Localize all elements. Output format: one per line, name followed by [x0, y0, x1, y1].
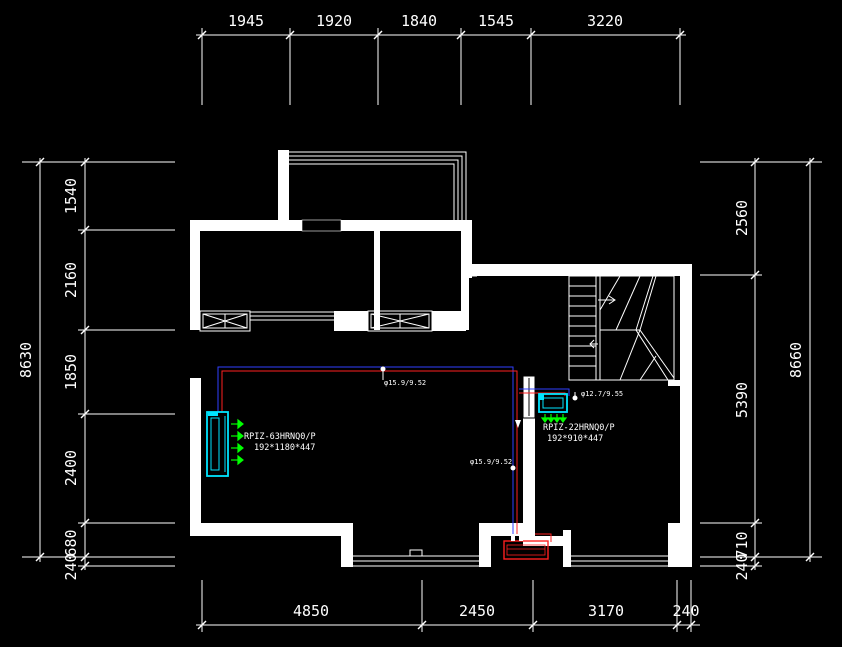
dim-bottom-2: 2450 [459, 602, 495, 620]
dim-left-2: 2160 [62, 262, 80, 298]
windows [194, 151, 668, 567]
dim-top-1: 1945 [228, 12, 264, 30]
dim-left-total: 8630 [17, 342, 35, 378]
dim-top-3: 1840 [401, 12, 437, 30]
dim-right-2: 5390 [733, 382, 751, 418]
refrigerant-pipes: φ15.9/9.52 φ15.9/9.52 φ12.7/9.55 [217, 366, 623, 542]
pipe-label-mid: φ15.9/9.52 [470, 458, 512, 466]
dim-right-3: 710 [733, 531, 751, 558]
indoor-unit-1: RPIZ-63HRNQ0/P 192*1180*447 [206, 411, 316, 477]
dim-bottom-1: 4850 [293, 602, 329, 620]
left-dimension-chain: 8630 1540 2160 1850 2400 680 240 [17, 157, 175, 581]
walls [190, 150, 692, 567]
dim-right-4: 240 [733, 553, 751, 580]
top-dimension-chain: 1945 1920 1840 1545 3220 [196, 12, 686, 105]
dim-bottom-4: 240 [672, 602, 699, 620]
staircase [568, 275, 675, 381]
airflow-arrows-down [540, 414, 568, 423]
dim-left-6: 240 [62, 553, 80, 580]
dim-right-total: 8660 [787, 342, 805, 378]
dim-bottom-3: 3170 [588, 602, 624, 620]
unit2-size: 192*910*447 [547, 434, 603, 444]
dim-top-4: 1545 [478, 12, 514, 30]
pipe-label-right: φ12.7/9.55 [581, 390, 623, 398]
indoor-unit-2: RPIZ-22HRNQ0/P 192*910*447 [538, 393, 615, 444]
dim-left-4: 2400 [62, 450, 80, 486]
bottom-dimension-chain: 4850 2450 3170 240 [196, 580, 700, 632]
dim-left-1: 1540 [62, 178, 80, 214]
dim-left-3: 1850 [62, 354, 80, 390]
right-dimension-chain: 8660 2560 5390 710 240 [700, 157, 822, 581]
dim-top-2: 1920 [316, 12, 352, 30]
dim-top-5: 3220 [587, 12, 623, 30]
unit2-model: RPIZ-22HRNQ0/P [543, 423, 615, 433]
gas-pipe [221, 370, 518, 534]
dim-right-1: 2560 [733, 200, 751, 236]
dim-left-5: 680 [62, 529, 80, 556]
liquid-pipe [217, 366, 514, 534]
outdoor-unit [503, 536, 549, 560]
airflow-arrows [231, 418, 244, 466]
pipe-label-top: φ15.9/9.52 [384, 379, 426, 387]
unit1-model: RPIZ-63HRNQ0/P [244, 432, 316, 442]
unit1-size: 192*1180*447 [254, 443, 315, 453]
